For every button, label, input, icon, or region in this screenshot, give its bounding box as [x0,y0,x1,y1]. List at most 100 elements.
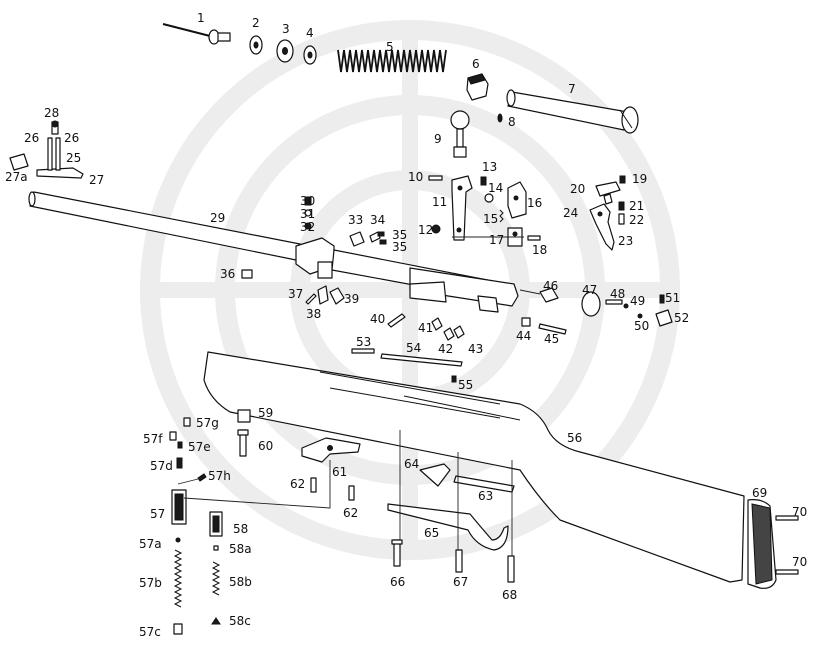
part-label-25: 25 [66,151,81,165]
part-label-43: 43 [468,342,483,356]
part-block-36 [241,269,253,279]
part-latch-33 [349,231,365,247]
part-label-14: 14 [488,181,503,195]
part-label-23: 23 [618,234,633,248]
part-pin-50 [637,313,643,319]
part-label-15: 15 [483,212,498,226]
part-washer-31 [304,209,312,217]
part-cocking-knob [450,110,470,158]
part-pin-48 [605,299,623,305]
part-label-58c: 58c [229,614,251,628]
part-label-58a: 58a [229,542,252,556]
part-label-47: 47 [582,283,597,297]
part-label-46: 46 [543,279,558,293]
part-label-42: 42 [438,342,453,356]
part-label-37: 37 [288,287,303,301]
part-pin-45 [538,323,567,335]
part-pin-35b [379,239,387,245]
part-screw-67 [455,549,463,573]
part-label-10: 10 [408,170,423,184]
part-label-58: 58 [233,522,248,536]
part-label-21: 21 [629,199,644,213]
part-label-51: 51 [665,291,680,305]
part-label-45: 45 [544,332,559,346]
part-plate-61 [301,437,361,463]
part-label-54: 54 [406,341,421,355]
part-pin-10 [428,175,443,181]
part-trigger [589,203,615,251]
part-label-26: 26 [24,131,39,145]
part-washer-14 [484,193,494,203]
part-label-39: 39 [344,292,359,306]
part-label-44: 44 [516,329,531,343]
part-part-41 [431,317,443,331]
part-58c [211,617,221,625]
part-label-67: 67 [453,575,468,589]
part-label-3: 3 [282,22,290,36]
part-label-29: 29 [210,211,225,225]
part-piston-rod [162,23,231,45]
part-label-48: 48 [610,287,625,301]
part-washer-3 [276,39,294,63]
part-screw-62a [310,477,317,493]
part-label-40: 40 [370,312,385,326]
part-label-5: 5 [386,40,394,54]
part-label-30: 30 [300,194,315,208]
part-label-19: 19 [632,172,647,186]
part-butt-plate [747,499,777,589]
part-57g [183,417,191,427]
part-label-20: 20 [570,182,585,196]
part-screw-60 [237,429,249,457]
part-screw-70a [775,515,799,521]
part-trigger-arm [451,175,473,241]
part-57a [175,537,181,543]
part-label-64: 64 [404,457,419,471]
part-safety-lever [595,181,621,205]
part-label-32: 32 [300,220,315,234]
part-label-9: 9 [434,132,442,146]
part-label-8: 8 [508,115,516,129]
part-label-28: 28 [44,106,59,120]
part-screw-62b [348,485,355,501]
part-label-6: 6 [472,57,480,71]
part-pin-19 [619,175,626,184]
part-label-57a: 57a [139,537,162,551]
part-label-17: 17 [489,233,504,247]
part-label-4: 4 [306,26,314,40]
part-screw-12 [431,224,441,234]
part-label-62: 62 [343,506,358,520]
part-label-50: 50 [634,319,649,333]
part-pin-49 [623,303,629,309]
part-front-sight-cap [9,153,29,171]
part-washer-4 [303,45,317,65]
part-main-spring [337,49,447,73]
part-rear-sight [36,120,84,179]
part-57e [177,441,183,449]
part-label-31: 31 [300,207,315,221]
part-label-57e: 57e [188,440,211,454]
part-label-57h: 57h [208,469,231,483]
part-label-56: 56 [567,431,582,445]
part-pin-22 [618,213,625,225]
part-label-18: 18 [532,243,547,257]
part-57h [197,473,207,482]
part-bushing-44 [521,317,531,327]
part-pin-21 [618,201,625,211]
part-lever-37 [317,285,329,305]
part-label-33: 33 [348,213,363,227]
part-58-housing [209,511,223,537]
part-label-35: 35 [392,228,407,242]
part-pin-35a [377,231,385,237]
part-sear-block [507,181,527,219]
part-screw-66 [391,539,403,567]
part-stock [203,351,745,583]
part-label-1: 1 [197,11,205,25]
part-pin-55 [451,375,457,383]
part-label-2: 2 [252,16,260,30]
part-screw-68 [507,555,515,583]
part-label-66: 66 [390,575,405,589]
part-label-70: 70 [792,505,807,519]
part-pin-38 [305,293,317,305]
